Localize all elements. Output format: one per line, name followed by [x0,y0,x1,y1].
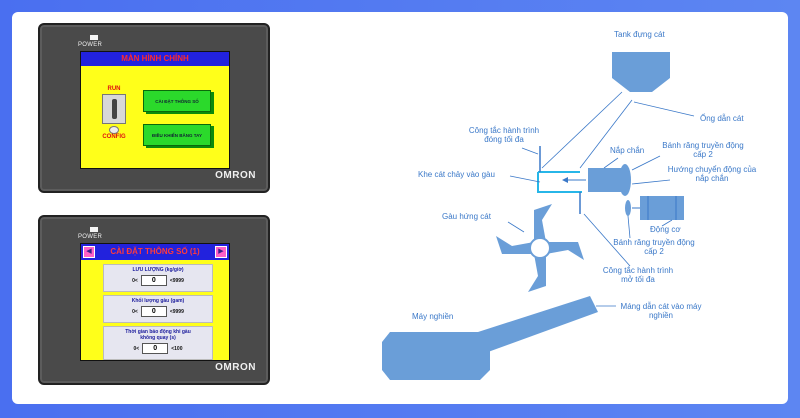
hmi-screen-settings: CÀI ĐẶT THÔNG SỐ (1) ◀ ▶ LƯU LƯỢNG (kg/g… [80,243,230,361]
param-min: 0< [132,308,138,315]
param-label: Thời gian báo động khi gàu không quay (s… [125,329,191,341]
manual-control-button[interactable]: ĐIỀU KHIỂN BẰNG TAY [143,124,211,146]
power-led [90,35,98,40]
label-motor: Động cơ [650,225,681,234]
prev-page-button[interactable]: ◀ [83,246,95,258]
label-pipe: Ống dẫn cát [700,114,744,123]
param-max: <9999 [169,308,184,315]
run-config-switch[interactable]: RUN CONFIG [99,86,129,150]
toggle-knob-icon [109,126,119,134]
power-led [90,227,98,232]
param-max: <9999 [169,277,184,284]
param-flow-rate: LƯU LƯỢNG (kg/giờ) 0< 0 <9999 [103,264,213,292]
chute-shape [478,296,598,352]
param-max: <100 [171,345,183,352]
label-slot: Khe cát chảy vào gàu [418,170,495,179]
label-chute: Máng dẫn cát vào máy nghiền [620,302,702,320]
label-limit-open: Công tắc hành trình mở tối đa [602,266,674,284]
param-label: LƯU LƯỢNG (kg/giờ) [132,267,184,273]
config-label: CONFIG [102,134,126,140]
param-min: 0< [132,277,138,284]
toggle-lever-icon [112,99,117,119]
gate-shape [588,168,624,192]
label-gear-top: Bánh răng truyền động cấp 2 [662,141,744,159]
screen-title: MÀN HÌNH CHÍNH [81,52,229,66]
settings-button[interactable]: CÀI ĐẶT THÔNG SỐ [143,90,211,112]
next-page-button[interactable]: ▶ [215,246,227,258]
power-label: POWER [78,234,103,240]
crusher-shape [382,332,490,380]
hmi-device-settings: POWER CÀI ĐẶT THÔNG SỐ (1) ◀ ▶ LƯU LƯỢNG… [38,215,270,385]
param-bucket-mass: Khối lượng gàu (gam) 0< 0 <9999 [103,295,213,323]
power-label: POWER [78,42,103,48]
brand-logo: OMRON [215,170,256,181]
gear-bottom-shape [625,200,631,216]
label-direction: Hướng chuyển động của nắp chắn [667,165,757,183]
alarm-time-input[interactable]: 0 [142,343,169,354]
param-alarm-time: Thời gian báo động khi gàu không quay (s… [103,326,213,360]
gear-top-shape [619,164,631,196]
sand-tank-shape [612,52,670,92]
run-label: RUN [107,86,121,92]
screen-title: CÀI ĐẶT THÔNG SỐ (1) [81,244,229,260]
motor-shape [640,196,684,220]
bucket-wheel-shape [496,204,584,292]
flow-rate-input[interactable]: 0 [140,275,167,286]
label-bucket: Gàu hứng cát [442,212,491,221]
bucket-mass-input[interactable]: 0 [140,306,167,317]
label-gear-bottom: Bánh răng truyền động cấp 2 [613,238,695,256]
label-crusher: Máy nghiền [412,312,454,321]
hmi-device-main: POWER MÀN HÌNH CHÍNH RUN CONFIG CÀI ĐẶT … [38,23,270,193]
label-gate: Nắp chắn [610,146,645,155]
hmi-screen-main: MÀN HÌNH CHÍNH RUN CONFIG CÀI ĐẶT THÔNG … [80,51,230,169]
label-tank: Tank đựng cát [614,30,665,39]
label-limit-max: Công tắc hành trình đóng tối đa [468,126,540,144]
brand-logo: OMRON [215,362,256,373]
param-label: Khối lượng gàu (gam) [131,298,185,304]
param-min: 0< [133,345,140,352]
